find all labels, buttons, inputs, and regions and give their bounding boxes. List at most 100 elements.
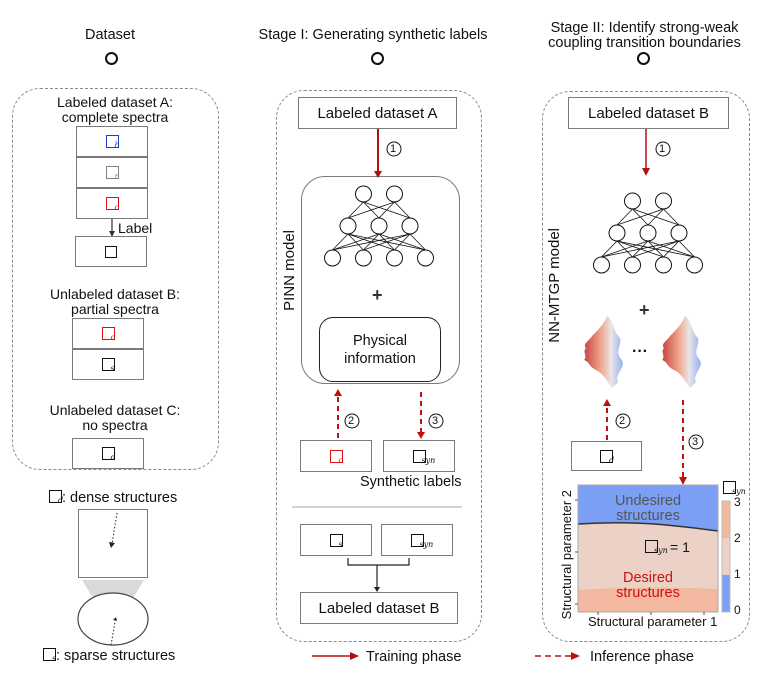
spectrum-a-b: b	[76, 126, 148, 157]
nn-edge	[363, 233, 411, 251]
step2-number: 2	[348, 415, 355, 427]
symbol-subscript: syn	[421, 455, 436, 465]
step2-number: 2	[619, 415, 626, 427]
annotation-syn-equals-1: syn= 1	[645, 539, 690, 555]
nn-edge	[632, 240, 680, 258]
nn-node	[324, 249, 341, 267]
step1-number: 1	[390, 143, 397, 155]
symbol-subscript: syn	[419, 539, 434, 549]
nn-edge	[678, 240, 695, 258]
colorbar-tick-0: 0	[734, 603, 741, 617]
synthetic-symbol-icon: syn	[645, 540, 668, 555]
column-marker-icon	[637, 52, 650, 65]
nn-node	[624, 256, 641, 274]
spectrum-symbol-icon: c	[329, 449, 343, 464]
stage1-step2-arrowhead	[334, 389, 342, 396]
plot-frame	[577, 484, 719, 613]
nn-node	[339, 217, 357, 235]
gp-blob-right	[662, 316, 701, 388]
nn-node	[655, 192, 672, 210]
gp-blob-left	[584, 316, 623, 388]
stage1-step3-arrowhead	[417, 432, 425, 439]
stage2-step3-arrowhead	[679, 477, 687, 485]
physical-information-box: Physical information	[319, 317, 441, 382]
nn-edge	[601, 240, 618, 258]
label-text: Label	[118, 220, 153, 236]
spectrum-symbol-icon: b	[105, 135, 120, 150]
nn-edge	[347, 201, 395, 219]
step-badge	[615, 413, 631, 429]
dataset-c-title: Unlabeled dataset C: no spectra	[20, 403, 210, 433]
label-arrowhead	[109, 231, 115, 237]
stage2-title-line2: coupling transition boundaries	[548, 35, 741, 51]
nn-node	[355, 249, 372, 267]
spectrum-symbol-icon: d	[101, 447, 116, 462]
dense-arrowhead	[109, 542, 115, 548]
plus-icon: +	[372, 285, 383, 305]
undesired-line2: structures	[616, 508, 680, 524]
step1-number: 1	[659, 143, 666, 155]
dataset-b-title: Unlabeled dataset B: partial spectra	[20, 287, 210, 317]
undesired-line1: Undesired	[614, 493, 682, 509]
symbol-subscript: syn	[732, 487, 746, 496]
column-marker-icon	[371, 52, 384, 65]
colorbar-tick-2: 2	[734, 531, 741, 545]
dataset-a-title: Labeled dataset A: complete spectra	[20, 95, 210, 125]
stage2-step2-arrowhead	[603, 399, 611, 406]
nn-node	[355, 185, 372, 203]
synthetic-labels-caption: Synthetic labels	[360, 474, 462, 490]
symbol-subscript: s	[338, 539, 343, 549]
nn-edge	[332, 233, 380, 251]
colorbar-segment	[722, 501, 730, 538]
dataset-b-title-line1: Unlabeled dataset B:	[50, 286, 180, 302]
dataset-b-title-line2: partial spectra	[71, 301, 159, 317]
region-undesired	[578, 485, 718, 531]
desired-line2: structures	[616, 585, 680, 601]
nn-node	[593, 256, 610, 274]
stage2-step1-arrowhead	[642, 168, 650, 176]
region-desired-high	[578, 587, 718, 612]
symbol-subscript: n	[114, 172, 120, 181]
symbol-subscript: s	[110, 364, 115, 373]
colorbar-segment	[722, 575, 730, 612]
spectrum-a-n: n	[76, 157, 148, 188]
transition-boundary-line	[577, 521, 719, 532]
dense-structure-square	[78, 509, 148, 578]
step-badge	[344, 413, 360, 429]
physical-line2: information	[344, 350, 416, 367]
symbol-subscript: b	[114, 141, 120, 150]
inference-arrowhead	[571, 652, 580, 660]
stage1-title: Stage I: Generating synthetic labels	[258, 27, 488, 43]
spectrum-symbol-icon: s	[329, 533, 343, 549]
dataset-c-title-line2: no spectra	[82, 417, 148, 433]
stage1-panel	[276, 90, 482, 642]
spectrum-symbol-icon: c	[105, 197, 119, 212]
nn-edge	[601, 240, 649, 258]
nn-edge	[394, 201, 411, 219]
nn-node	[639, 224, 657, 242]
step-badge	[655, 141, 671, 157]
step-badge	[428, 413, 444, 429]
stage2-no-spectra-box: d	[571, 441, 642, 471]
stage2-panel	[542, 91, 750, 642]
nn-edge	[378, 201, 395, 219]
pinn-model-box	[301, 176, 460, 384]
physical-line1: Physical	[353, 332, 407, 349]
nn-edge	[647, 208, 664, 226]
label-box	[75, 236, 147, 267]
nn-edge	[332, 233, 411, 251]
sparse-structure-ellipse	[77, 592, 149, 646]
step3-number: 3	[432, 415, 439, 427]
ellipsis-icon: ···	[632, 343, 648, 360]
nn-node	[401, 217, 419, 235]
sparse-symbol-icon: s	[43, 648, 56, 663]
spectrum-a-c: c	[76, 188, 148, 219]
annotation-text: = 1	[670, 539, 690, 555]
dense-structures-legend: d: dense structures	[49, 490, 177, 506]
synthetic-symbol-icon: syn	[723, 481, 746, 496]
spectrum-symbol-icon: c	[101, 327, 115, 342]
stage2-input-box: Labeled dataset B	[568, 97, 729, 129]
